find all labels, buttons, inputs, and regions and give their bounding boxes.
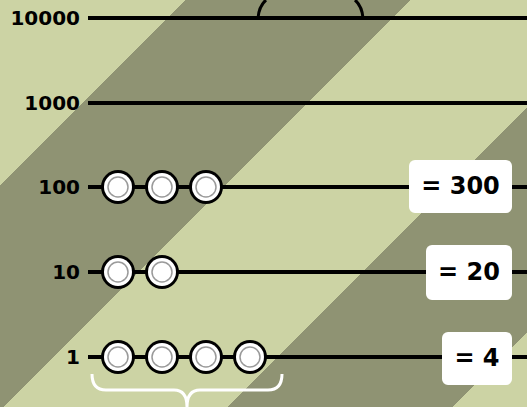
bead — [196, 347, 216, 367]
bead — [196, 177, 216, 197]
bead — [101, 170, 135, 204]
abacus-beads — [101, 170, 267, 374]
bead — [108, 177, 128, 197]
bead — [104, 258, 132, 286]
bead — [233, 340, 267, 374]
bead — [108, 347, 128, 367]
value-text: = 300 — [421, 174, 500, 198]
place-value-label: 10000 — [10, 8, 80, 28]
value-box: = 300 — [409, 160, 512, 213]
bead — [240, 347, 260, 367]
bead — [152, 347, 172, 367]
value-box: = 20 — [426, 245, 512, 300]
bead — [108, 262, 128, 282]
bead — [236, 343, 264, 371]
value-text: = 20 — [438, 260, 500, 284]
bead — [152, 262, 172, 282]
bead — [104, 173, 132, 201]
bead — [104, 343, 132, 371]
bead — [101, 340, 135, 374]
bead — [148, 258, 176, 286]
bead — [192, 343, 220, 371]
bead — [148, 343, 176, 371]
bead — [189, 170, 223, 204]
bead — [152, 177, 172, 197]
place-value-label: 10 — [52, 262, 80, 282]
bead — [145, 255, 179, 289]
bead — [145, 340, 179, 374]
bead — [101, 255, 135, 289]
abacus-rods — [88, 16, 527, 359]
place-value-label: 1000 — [24, 93, 80, 113]
bead — [192, 173, 220, 201]
bracket — [92, 374, 282, 407]
value-text: = 4 — [454, 346, 499, 370]
top-arc — [258, 0, 363, 18]
place-value-label: 1 — [66, 347, 80, 367]
bead — [145, 170, 179, 204]
bead — [148, 173, 176, 201]
value-box: = 4 — [442, 332, 512, 385]
bead — [189, 340, 223, 374]
place-value-label: 100 — [38, 177, 80, 197]
